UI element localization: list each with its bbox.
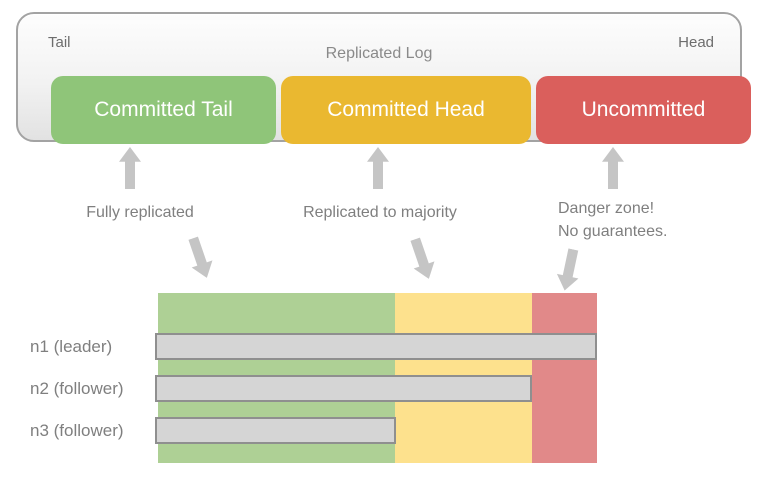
arrow-up-icon: [367, 147, 389, 189]
node-label-1: n1 (leader): [30, 337, 113, 356]
node-label-3: n3 (follower): [30, 421, 124, 440]
panel-title: Replicated Log: [325, 45, 433, 62]
replicated-log-panel: Tail Head Replicated Log Committed Tail …: [16, 12, 751, 144]
tail-label: Tail: [48, 34, 71, 51]
note-danger-zone: Danger zone! No guarantees.: [558, 197, 667, 243]
segment-committed-tail: Committed Tail: [51, 76, 276, 144]
danger-line-1: Danger zone!: [558, 200, 655, 217]
danger-line-2: No guarantees.: [558, 223, 668, 240]
arrow-up-icon: [119, 147, 141, 189]
log-bar-1: [155, 333, 597, 360]
log-bar-3: [155, 417, 396, 444]
zone-uncommitted: [532, 293, 597, 463]
arrow-down-icon: [554, 247, 584, 293]
note-fully-replicated: Fully replicated: [86, 204, 194, 221]
segment-label: Committed Tail: [94, 98, 233, 121]
head-label: Head: [678, 34, 714, 51]
segment-uncommitted: Uncommitted: [536, 76, 751, 144]
segment-committed-head: Committed Head: [281, 76, 531, 144]
segment-label: Committed Head: [327, 98, 485, 121]
arrow-down-icon: [183, 235, 217, 282]
arrow-down-icon: [405, 236, 439, 283]
arrow-up-icon: [602, 147, 624, 189]
node-label-2: n2 (follower): [30, 379, 124, 398]
note-replicated-majority: Replicated to majority: [303, 204, 457, 221]
log-bar-2: [155, 375, 532, 402]
segment-label: Uncommitted: [581, 98, 706, 121]
